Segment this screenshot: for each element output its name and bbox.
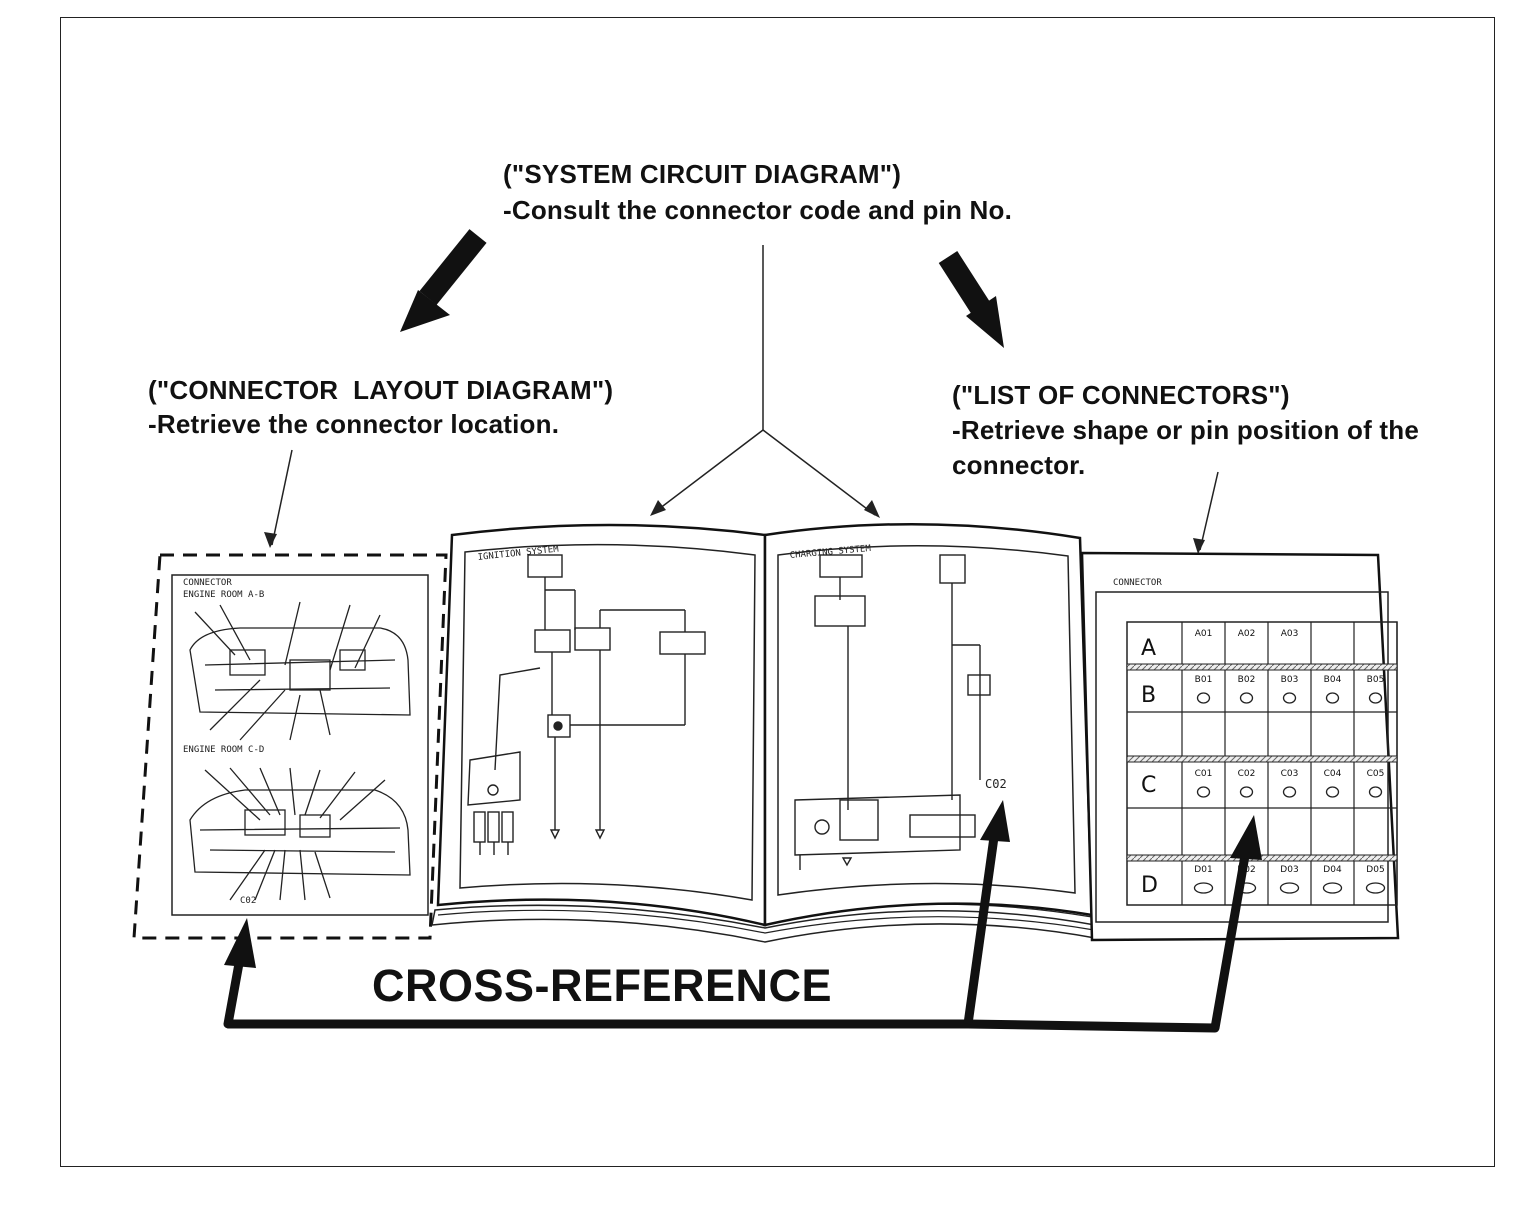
connector-layout-description: -Retrieve the connector location.: [148, 409, 560, 439]
charging-circuit: [794, 554, 991, 870]
list-of-connectors-description-line1: -Retrieve shape or pin position of the: [952, 415, 1419, 445]
list-sheet-header: CONNECTOR: [1113, 578, 1162, 588]
connector-shape-icon: [1279, 882, 1300, 894]
layout-sheet-section2: ENGINE ROOM C-D: [183, 745, 264, 755]
layout-sheet-section1: ENGINE ROOM A-B: [183, 590, 264, 600]
connector-code: C02: [1238, 769, 1256, 779]
arrow-to-list-of-connectors: [938, 251, 1004, 348]
connector-code: D05: [1366, 865, 1384, 875]
connector-shape-icon: [1368, 692, 1383, 704]
engine-room-sketch-lower: [189, 767, 411, 901]
connector-code: A03: [1281, 629, 1299, 639]
connector-code: C05: [1367, 769, 1385, 779]
list-of-connectors-title: ("LIST OF CONNECTORS"): [952, 380, 1290, 410]
connector-code: D01: [1194, 865, 1212, 875]
connector-code: B05: [1367, 675, 1385, 685]
connector-row-letter: C: [1141, 773, 1156, 798]
connector-code: A01: [1195, 629, 1213, 639]
layout-sheet-code: C02: [240, 896, 256, 906]
connector-shape-icon: [1325, 692, 1340, 704]
connector-shape-icon: [1368, 786, 1383, 798]
ignition-circuit: [467, 554, 706, 855]
connector-code: A02: [1238, 629, 1256, 639]
connector-shape-icon: [1282, 786, 1297, 798]
connector-shape-icon: [1196, 786, 1211, 798]
connector-code: C04: [1324, 769, 1342, 779]
connector-code: B04: [1324, 675, 1342, 685]
connector-row-letter: D: [1141, 873, 1158, 898]
pointer-heads: [264, 500, 1205, 554]
connector-layout-sheet: CONNECTOR ENGINE ROOM A-B ENGINE ROOM C-…: [132, 553, 448, 940]
layout-sheet-header: CONNECTOR: [183, 578, 232, 588]
list-of-connectors-description-line2: connector.: [952, 450, 1086, 480]
connector-code: B01: [1195, 675, 1213, 685]
arrow-to-connector-layout: [400, 229, 487, 332]
connector-shape-icon: [1239, 692, 1254, 704]
connector-shape-icon: [1196, 692, 1211, 704]
circuit-book: IGNITION SYSTEM CHARGING SYSTEM: [431, 522, 1096, 943]
connector-shape-icon: [1282, 692, 1297, 704]
connector-row-letter: A: [1141, 636, 1156, 661]
connector-code: B03: [1281, 675, 1299, 685]
connector-shape-icon: [1239, 786, 1254, 798]
cross-reference-path: [223, 800, 1262, 1033]
book-connector-callout: C02: [985, 777, 1007, 791]
connector-shape-icon: [1322, 882, 1343, 894]
connector-row-letter: B: [1141, 683, 1156, 708]
connector-code: D04: [1323, 865, 1342, 875]
connector-shape-icon: [1325, 786, 1340, 798]
connector-code: C01: [1195, 769, 1213, 779]
engine-room-sketch-upper: [189, 601, 411, 741]
connector-shape-icon: [1193, 882, 1214, 894]
connector-layout-title: ("CONNECTOR LAYOUT DIAGRAM"): [148, 375, 614, 405]
system-circuit-description: -Consult the connector code and pin No.: [503, 195, 1013, 225]
pointer-lines: [271, 245, 1219, 551]
system-circuit-title: ("SYSTEM CIRCUIT DIAGRAM"): [503, 159, 902, 189]
figure-frame: [60, 17, 1495, 1167]
connector-code: B02: [1238, 675, 1256, 685]
connector-code: D03: [1280, 865, 1298, 875]
cross-reference-label: CROSS-REFERENCE: [372, 960, 833, 1011]
connector-code: C03: [1281, 769, 1299, 779]
connector-shape-icon: [1365, 882, 1386, 894]
